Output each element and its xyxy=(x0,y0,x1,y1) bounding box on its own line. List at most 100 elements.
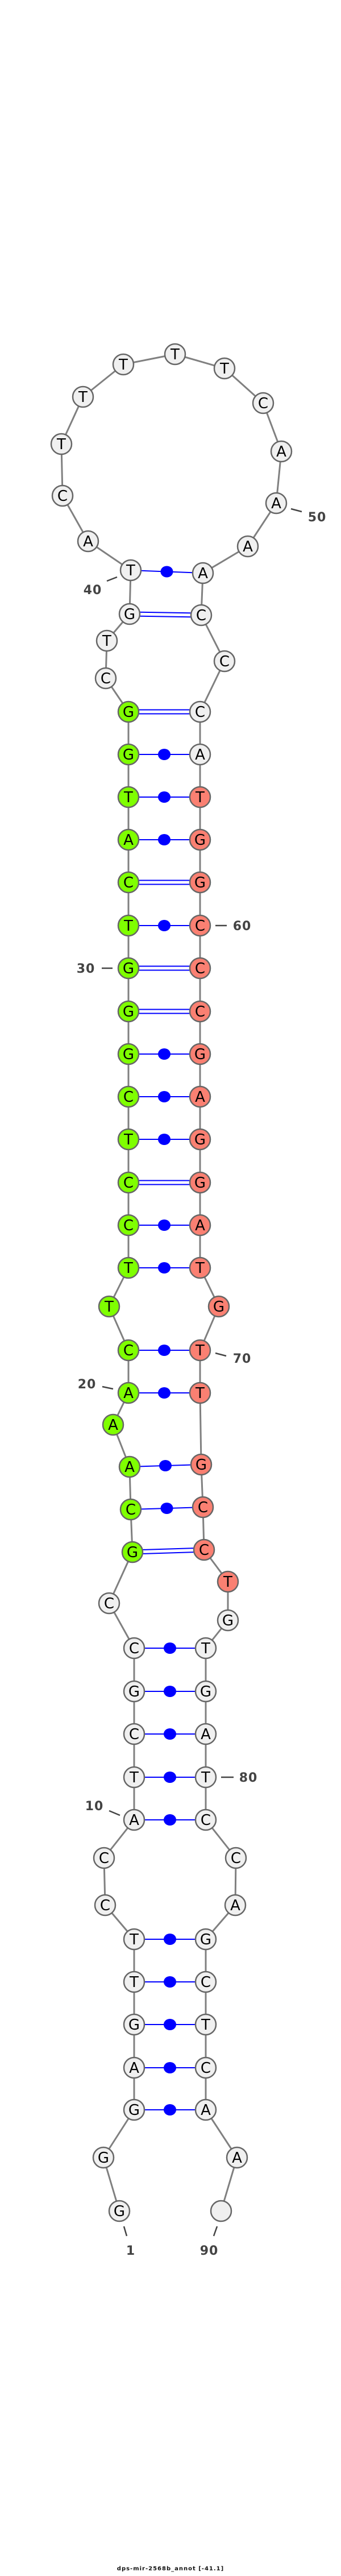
pair-dot xyxy=(164,1934,176,1945)
nucleotide-letter: C xyxy=(231,1850,241,1867)
pair-dot xyxy=(160,566,173,578)
nucleotide-circle xyxy=(93,1847,115,1869)
nucleotide: A xyxy=(189,1214,211,1237)
nucleotide-circle xyxy=(117,743,140,766)
nucleotide-circle xyxy=(118,1455,141,1478)
base-pair xyxy=(139,920,190,931)
base-pair xyxy=(139,1345,190,1356)
nucleotide: C xyxy=(119,1498,142,1521)
nucleotide: T xyxy=(217,1570,239,1593)
nucleotide: A xyxy=(270,440,293,463)
nucleotide: T xyxy=(117,786,140,808)
nucleotide-circle xyxy=(210,2200,232,2222)
base-pair xyxy=(139,1134,190,1145)
nucleotide: G xyxy=(108,2200,131,2222)
nucleotide-circle xyxy=(117,1339,140,1362)
nucleotide: G xyxy=(194,1680,217,1703)
nucleotide: A xyxy=(102,1413,124,1436)
nucleotide-circle xyxy=(189,828,211,851)
nucleotide: A xyxy=(189,1085,211,1108)
nucleotide-letter: A xyxy=(201,2102,211,2119)
nucleotide-circle xyxy=(194,1680,217,1703)
nucleotide: C xyxy=(252,392,275,414)
base-pair xyxy=(144,1976,196,1988)
nucleotide: T xyxy=(117,1256,140,1279)
nucleotide: C xyxy=(194,2056,217,2079)
nucleotide-circle xyxy=(189,1382,211,1404)
base-pair xyxy=(144,1934,196,1945)
pair-dot xyxy=(158,749,170,760)
position-tick xyxy=(213,2226,218,2237)
nucleotide: C xyxy=(190,604,213,627)
nucleotide: T xyxy=(189,786,211,808)
nucleotide-circle xyxy=(192,1496,214,1519)
nucleotide: C xyxy=(193,1538,215,1561)
pair-dot xyxy=(158,1091,170,1102)
nucleotide-letter: A xyxy=(123,1385,134,1402)
nucleotide-letter: A xyxy=(123,832,134,849)
nucleotide-circle xyxy=(194,2098,217,2121)
nucleotide: A xyxy=(192,562,214,584)
nucleotide-circle xyxy=(189,1171,211,1194)
nucleotide: A xyxy=(224,1894,247,1917)
nucleotide: A xyxy=(189,743,211,766)
nucleotide: G xyxy=(189,1128,211,1151)
nucleotide-letter: C xyxy=(258,395,268,412)
nucleotide: G xyxy=(189,1043,211,1065)
nucleotide: T xyxy=(189,1339,211,1362)
nucleotide: A xyxy=(117,1382,140,1404)
pair-dot xyxy=(164,1976,176,1988)
position-label: 60 xyxy=(215,919,251,934)
nucleotide: A xyxy=(123,2056,145,2079)
nucleotide-letter: G xyxy=(213,1299,224,1316)
nucleotide: G xyxy=(123,1680,145,1703)
base-pair xyxy=(144,1772,196,1783)
nucleotide-letter: T xyxy=(102,633,111,650)
nucleotide xyxy=(210,2200,232,2222)
nucleotide-letter: T xyxy=(223,1574,232,1591)
pair-dot xyxy=(164,1686,176,1697)
nucleotide-circle xyxy=(194,1808,217,1831)
nucleotide-letter: C xyxy=(123,1089,134,1106)
nucleotide-circle xyxy=(213,357,236,380)
position-number: 20 xyxy=(78,1378,97,1392)
nucleotide-letter: G xyxy=(194,832,206,849)
nucleotide-letter: A xyxy=(198,565,208,582)
position-label: 1 xyxy=(123,2226,135,2258)
pair-dot xyxy=(158,834,170,845)
nucleotide: T xyxy=(194,1637,217,1660)
nucleotide: A xyxy=(236,535,259,558)
nucleotide-letter: C xyxy=(123,1217,134,1234)
nucleotide: G xyxy=(117,700,140,723)
pair-dot xyxy=(158,1134,170,1145)
pair-bond-line xyxy=(142,1548,194,1550)
nucleotides: GGGAGTTCCATCGCCGCAAACTTCCTCGGGTCATGGCTGT… xyxy=(50,343,293,2222)
nucleotide-letter: C xyxy=(201,2060,211,2077)
position-number: 10 xyxy=(85,1799,104,1814)
position-label: 20 xyxy=(78,1378,114,1392)
nucleotide-circle xyxy=(94,1894,117,1917)
nucleotide-circle xyxy=(189,1339,211,1362)
nucleotide-circle xyxy=(123,2098,145,2121)
nucleotide-circle xyxy=(117,1043,140,1065)
pair-dot xyxy=(160,1503,173,1514)
nucleotide-circle xyxy=(236,535,259,558)
pair-dot xyxy=(164,1814,176,1826)
nucleotide-letter: G xyxy=(128,2102,140,2119)
nucleotide-circle xyxy=(123,1928,145,1951)
nucleotide-letter: T xyxy=(56,436,66,453)
pair-dot xyxy=(158,920,170,931)
nucleotide-circle xyxy=(117,957,140,980)
nucleotide-letter: T xyxy=(201,2017,210,2034)
nucleotide-circle xyxy=(189,1043,211,1065)
nucleotide: G xyxy=(117,1043,140,1065)
nucleotide: T xyxy=(117,914,140,937)
nucleotide-circle xyxy=(102,1413,124,1436)
position-number: 40 xyxy=(84,583,102,598)
nucleotide-letter: C xyxy=(201,1812,211,1829)
nucleotide: T xyxy=(123,1766,145,1789)
nucleotide-circle xyxy=(123,1766,145,1789)
position-number: 70 xyxy=(233,1352,252,1366)
nucleotide-circle xyxy=(189,1256,211,1279)
